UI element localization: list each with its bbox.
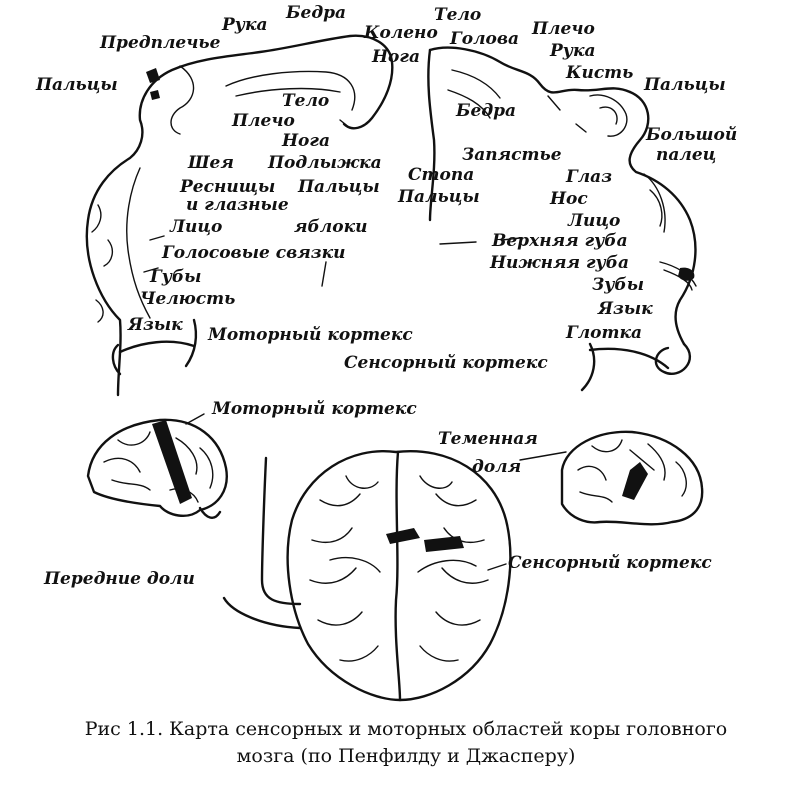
sensory-labels: Тело Голова Плечо Рука Кисть Пальцы Бедр… — [344, 5, 737, 373]
sensory-label-eye: Глаз — [565, 167, 612, 187]
lateral-brain-right — [560, 430, 704, 526]
sensory-homunculus — [427, 46, 697, 392]
motor-label-and-eyes: и глазные — [186, 195, 289, 215]
sensory-label-trunk: Тело — [434, 5, 481, 25]
motor-label-leg2: Нога — [281, 131, 330, 151]
sensory-label-wrist: Запястье — [462, 145, 562, 165]
brain-front-lobes-label: Передние доли — [43, 569, 195, 589]
lateral-brain-left — [86, 413, 228, 519]
motor-label-hips: Бедра — [285, 3, 346, 23]
motor-label-eyelashes: Реснищы — [179, 177, 275, 197]
motor-label-lips: Губы — [149, 267, 201, 287]
sensory-label-hand: Кисть — [565, 63, 633, 83]
caption-line-1: Рис 1.1. Карта сенсорных и моторных обла… — [84, 718, 728, 740]
sensory-label-thumb2: палец — [656, 145, 716, 165]
motor-label-shoulder: Плечо — [231, 111, 295, 131]
motor-label-fingers: Пальцы — [35, 75, 118, 95]
sensory-label-face: Лицо — [567, 211, 620, 231]
parietal-pointer — [519, 451, 567, 461]
sensory-label-hips: Бедра — [455, 101, 516, 121]
sensory-label-tongue: Язык — [597, 299, 653, 319]
brain-motor-cortex-label: Моторный кортекс — [211, 399, 417, 419]
motor-label-eyeballs: яблоки — [294, 217, 367, 237]
brain-parietal-label-1: Теменная — [438, 429, 538, 449]
motor-label-forearm: Предплечье — [99, 33, 221, 53]
motor-label-leg: Нога — [371, 47, 420, 67]
motor-label-vocal-cords: Голосовые связки — [161, 243, 346, 263]
sensory-label-fingers: Пальцы — [643, 75, 726, 95]
top-view-brain — [286, 450, 512, 702]
motor-label-face: Лицо — [169, 217, 222, 237]
motor-labels: Рука Бедра Предплечье Колено Нога Пальцы… — [35, 3, 438, 345]
motor-label-trunk: Тело — [282, 91, 329, 111]
sensory-label-nose: Нос — [549, 189, 588, 209]
sensory-label-lower-lip: Нижняя губа — [489, 253, 629, 273]
motor-label-jaw: Челюсть — [140, 289, 235, 309]
sensory-label-toes: Пальцы — [397, 187, 480, 207]
sensory-label-arm: Рука — [549, 41, 595, 61]
brain-parietal-label-2: доля — [472, 457, 521, 477]
motor-label-ankle: Подлыжка — [267, 153, 382, 173]
sensory-label-thumb: Большой — [645, 125, 737, 145]
motor-label-hand: Рука — [221, 15, 267, 35]
sensory-label-foot: Стопа — [408, 165, 474, 185]
motor-label-knee: Колено — [363, 23, 438, 43]
motor-label-tongue: Язык — [127, 315, 183, 335]
brain-sensory-cortex-label: Сенсорный кортекс — [508, 553, 712, 573]
sensory-label-head: Голова — [449, 29, 519, 49]
sensory-label-upper-lip: Верхняя губа — [491, 231, 628, 251]
sensory-pointer — [487, 563, 507, 571]
caption-line-2: мозга (по Пенфилду и Джасперу) — [236, 745, 576, 767]
figure-caption: Рис 1.1. Карта сенсорных и моторных обла… — [0, 716, 812, 770]
front-lobes-pointer-2 — [222, 596, 302, 630]
sensory-label-pharynx: Глотка — [565, 323, 642, 343]
motor-cortex-label: Моторный кортекс — [207, 325, 413, 345]
motor-homunculus — [85, 34, 394, 397]
front-lobes-pointer — [260, 456, 302, 606]
sensory-label-shoulder: Плечо — [531, 19, 595, 39]
sensory-label-teeth: Зубы — [592, 275, 644, 295]
motor-label-toes: Пальцы — [297, 177, 380, 197]
motor-label-neck: Шея — [187, 153, 234, 173]
sensory-cortex-label: Сенсорный кортекс — [344, 353, 548, 373]
